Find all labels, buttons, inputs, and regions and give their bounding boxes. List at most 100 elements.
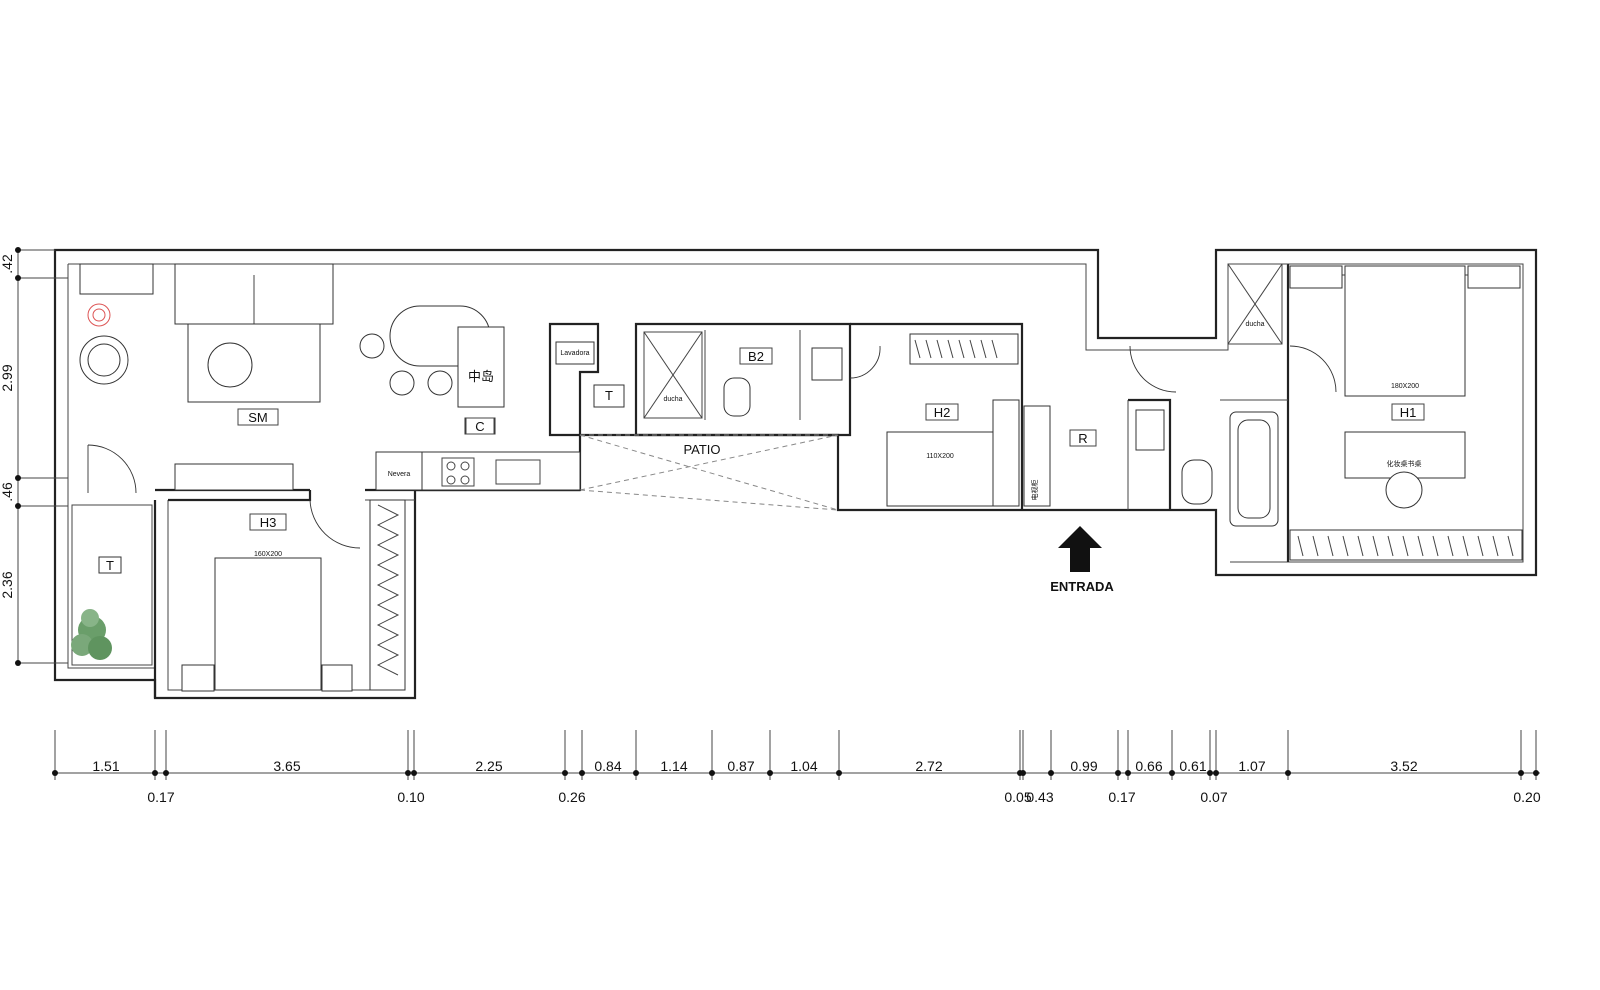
dim-h-7: 1.04 [790, 758, 817, 774]
dim-dot [1207, 770, 1213, 776]
shower-h1 [1227, 263, 1283, 345]
label-entrada: ENTRADA [1050, 579, 1114, 594]
dim-h-11: 0.61 [1179, 758, 1206, 774]
dim-dot [405, 770, 411, 776]
label-bed-h1: 180X200 [1391, 383, 1419, 390]
dim-dot [1213, 770, 1219, 776]
dim-dot [152, 770, 158, 776]
dim-v4: 2.36 [0, 571, 15, 598]
hob-icon [441, 457, 475, 487]
armchair-icon [79, 335, 129, 385]
dim-v1: .42 [0, 254, 15, 274]
living-room [79, 263, 625, 494]
dim-dot [1533, 770, 1539, 776]
dim-h-2: 3.65 [273, 758, 300, 774]
small-labels: Lavadora Nevera ducha ducha 160X200 110X… [254, 321, 1422, 558]
desk-chair [1385, 471, 1423, 509]
dim-dot [1048, 770, 1054, 776]
bedroom-h1 [1227, 263, 1523, 561]
dim-dot [709, 770, 715, 776]
sink-b2 [811, 347, 843, 381]
bed-h2 [886, 431, 996, 507]
dim-dot [1169, 770, 1175, 776]
wardrobe-h1 [1289, 529, 1523, 561]
dim-h-1: 1.51 [92, 758, 119, 774]
dim-dot [562, 770, 568, 776]
label-patio: PATIO [683, 442, 720, 457]
label-t-terrace: T [106, 558, 114, 573]
t-box [593, 384, 625, 408]
label-h2-closet: 电视柜 [1030, 480, 1039, 501]
wardrobe [369, 499, 406, 691]
entrance-arrow-icon [1058, 526, 1102, 572]
dim-dot [633, 770, 639, 776]
label-h3: H3 [260, 515, 277, 530]
dim-hb-8: 0.20 [1513, 789, 1540, 805]
dim-dot [1125, 770, 1131, 776]
dim-h-4: 0.84 [594, 758, 621, 774]
label-bed-h2: 110X200 [926, 453, 954, 460]
cabinet [79, 263, 154, 295]
plant-icon [71, 609, 112, 660]
sink-r [1135, 409, 1165, 451]
sink-icon [495, 459, 541, 485]
outer-walls [53, 248, 1538, 700]
toilet-b2 [723, 377, 751, 417]
horizontal-dimensions: 1.51 3.65 2.25 0.84 1.14 0.87 1.04 2.72 … [52, 730, 1541, 805]
label-desk-h1: 化妆桌书桌 [1387, 459, 1422, 468]
label-b2: B2 [748, 349, 764, 364]
bathroom-r [1129, 345, 1213, 505]
dim-dot [1020, 770, 1026, 776]
dim-h-13: 3.52 [1390, 758, 1417, 774]
dim-dot [1518, 770, 1524, 776]
dim-h-8: 2.72 [915, 758, 942, 774]
label-lavadora: Lavadora [560, 350, 589, 357]
closet-h2 [909, 333, 1019, 365]
shower-b2 [643, 331, 703, 419]
h2-cabinet [1023, 405, 1051, 507]
washing-machine [555, 341, 595, 365]
dim-dot [52, 770, 58, 776]
dim-dot [1115, 770, 1121, 776]
dim-h-6: 0.87 [727, 758, 754, 774]
dim-h-12: 1.07 [1238, 758, 1265, 774]
label-c: C [475, 419, 484, 434]
toilet-r [1181, 459, 1213, 505]
label-ducha-h1: ducha [1245, 321, 1264, 328]
dim-hb-3: 0.26 [558, 789, 585, 805]
dim-v2: 2.99 [0, 364, 15, 391]
dim-hb-4: 0.05 [1004, 789, 1031, 805]
dim-hb-7: 0.07 [1200, 789, 1227, 805]
bedroom-h3 [174, 463, 406, 692]
room-labels: SM C 中岛 T T H3 B2 PATIO H2 R H1 ENTRADA [106, 347, 1425, 594]
kitchen-island [457, 326, 505, 408]
dim-dot [1285, 770, 1291, 776]
label-ducha-b2: ducha [663, 396, 682, 403]
tv-unit [174, 463, 294, 491]
terrace [71, 504, 153, 666]
bed-h3 [214, 557, 322, 691]
dim-h-3: 2.25 [475, 758, 502, 774]
label-h1: H1 [1400, 405, 1417, 420]
patio-area [579, 434, 839, 511]
label-nevera: Nevera [388, 471, 411, 478]
dim-h-5: 1.14 [660, 758, 687, 774]
fridge [375, 451, 423, 491]
dim-h-10: 0.66 [1135, 758, 1162, 774]
label-r: R [1078, 431, 1087, 446]
vertical-dimensions: .42 2.99 .46 2.36 [0, 247, 68, 666]
dim-hb-2: 0.10 [397, 789, 424, 805]
dim-dot [579, 770, 585, 776]
dim-hb-5: 0.43 [1026, 789, 1053, 805]
dim-v3: .46 [0, 482, 15, 502]
label-sm: SM [248, 410, 268, 425]
bed-h1 [1344, 265, 1466, 397]
lamp-icon [87, 303, 111, 327]
label-t-kitchen: T [605, 388, 613, 403]
dim-dot [767, 770, 773, 776]
label-bed-h3: 160X200 [254, 551, 282, 558]
desk-h1 [1344, 431, 1466, 479]
dim-dot [411, 770, 417, 776]
dim-hb-6: 0.17 [1108, 789, 1135, 805]
